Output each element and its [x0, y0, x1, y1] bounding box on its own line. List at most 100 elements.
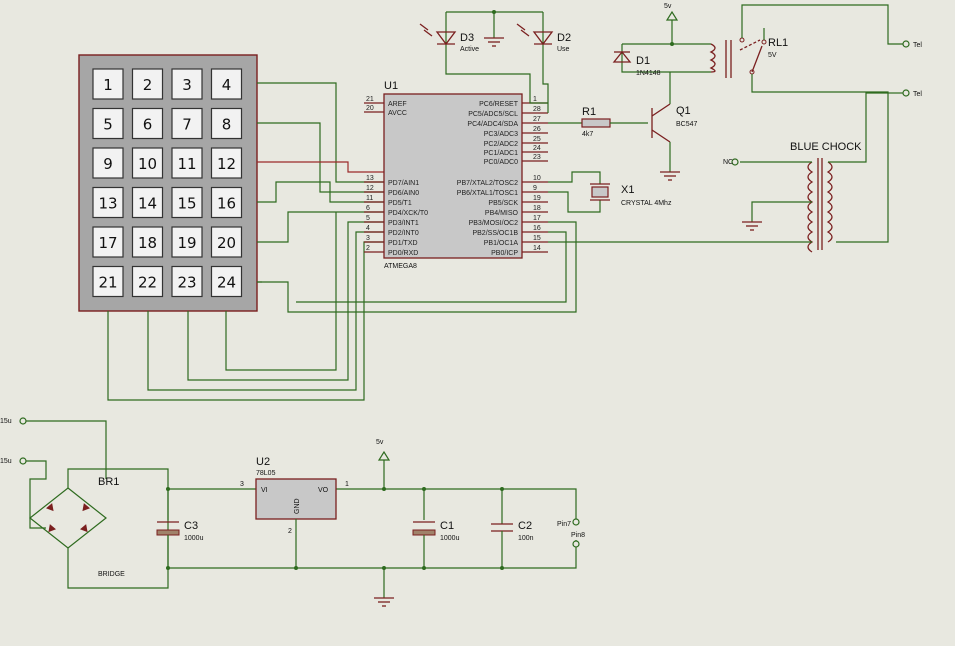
supply-5v-top: 5v	[664, 3, 679, 46]
key-7[interactable]: 7	[171, 107, 203, 140]
key-label: 3	[182, 76, 192, 94]
q1-value: BC547	[676, 121, 698, 128]
key-22[interactable]: 22	[131, 265, 164, 298]
key-8[interactable]: 8	[210, 107, 243, 140]
key-cap[interactable]	[210, 226, 243, 258]
pin-number: 9	[533, 185, 537, 192]
key-label: 14	[138, 195, 157, 213]
key-cap[interactable]	[210, 265, 243, 298]
pin-number: 26	[533, 126, 541, 133]
key-cap[interactable]	[131, 147, 164, 179]
key-16[interactable]: 16	[210, 186, 243, 219]
pin-number: 21	[366, 96, 374, 103]
pin-number: 18	[533, 205, 541, 212]
key-15[interactable]: 15	[171, 186, 203, 219]
pin8-label: Pin8	[571, 532, 585, 539]
in1-label: 15u	[0, 418, 12, 425]
pin-number: 1	[533, 96, 537, 103]
pin-number: 23	[533, 154, 541, 161]
pin-name: PB2/SS/OC1B	[472, 230, 518, 237]
key-cap[interactable]	[131, 186, 164, 219]
key-cap[interactable]	[171, 147, 203, 179]
pin-number: 5	[366, 215, 370, 222]
pin-name: PB1/OC1A	[484, 240, 519, 247]
key-19[interactable]: 19	[171, 226, 203, 258]
key-label: 12	[217, 155, 236, 173]
key-24[interactable]: 24	[210, 265, 243, 298]
key-cap[interactable]	[210, 147, 243, 179]
key-cap[interactable]	[171, 226, 203, 258]
key-label: 5	[103, 116, 113, 134]
pin7-label: Pin7	[557, 521, 571, 528]
key-cap[interactable]	[171, 107, 203, 140]
key-cap[interactable]	[92, 107, 124, 140]
q1-label: Q1	[676, 105, 691, 117]
key-11[interactable]: 11	[171, 147, 203, 179]
key-cap[interactable]	[131, 265, 164, 298]
key-cap[interactable]	[210, 68, 243, 100]
d3-label: D3	[460, 32, 474, 44]
key-4[interactable]: 4	[210, 68, 243, 100]
key-cap[interactable]	[131, 68, 164, 100]
key-5[interactable]: 5	[92, 107, 124, 140]
pin-number: 28	[533, 106, 541, 113]
key-14[interactable]: 14	[131, 186, 164, 219]
key-cap[interactable]	[210, 107, 243, 140]
key-20[interactable]: 20	[210, 226, 243, 258]
pin-name: PD2/INT0	[388, 230, 419, 237]
pin-name: PC5/ADC5/SCL	[468, 111, 518, 118]
pin-name: PD7/AIN1	[388, 180, 419, 187]
key-cap[interactable]	[92, 68, 124, 100]
u2-pin3: 3	[240, 481, 244, 488]
key-cap[interactable]	[171, 68, 203, 100]
key-1[interactable]: 1	[92, 68, 124, 100]
pin-name: AVCC	[388, 110, 407, 117]
blue-chock-transformer: BLUE CHOCK NC	[548, 92, 888, 253]
key-cap[interactable]	[210, 186, 243, 219]
pin-name: PC0/ADC0	[484, 159, 518, 166]
key-cap[interactable]	[92, 147, 124, 179]
rails	[166, 487, 577, 570]
key-12[interactable]: 12	[210, 147, 243, 179]
key-3[interactable]: 3	[171, 68, 203, 100]
key-17[interactable]: 17	[92, 226, 124, 258]
u2-label: U2	[256, 456, 270, 468]
nc-label: NC	[723, 159, 733, 166]
key-10[interactable]: 10	[131, 147, 164, 179]
tel1-label: Tel	[913, 42, 922, 49]
key-cap[interactable]	[131, 226, 164, 258]
key-cap[interactable]	[92, 186, 124, 219]
key-23[interactable]: 23	[171, 265, 203, 298]
key-9[interactable]: 9	[92, 147, 124, 179]
key-cap[interactable]	[171, 186, 203, 219]
key-cap[interactable]	[92, 226, 124, 258]
pin-number: 24	[533, 145, 541, 152]
key-cap[interactable]	[171, 265, 203, 298]
u1-ref: U1	[384, 80, 398, 92]
key-label: 23	[177, 274, 196, 292]
pin-number: 2	[366, 245, 370, 252]
diode-d1: D1 1N4148	[612, 43, 711, 77]
pin-number: 25	[533, 136, 541, 143]
pin-name: PC1/ADC1	[484, 150, 518, 157]
key-18[interactable]: 18	[131, 226, 164, 258]
u2-vi: VI	[261, 487, 268, 494]
key-21[interactable]: 21	[92, 265, 124, 298]
key-cap[interactable]	[131, 107, 164, 140]
led-d3: D3 Active	[419, 12, 548, 104]
pin-number: 11	[366, 195, 373, 202]
key-label: 19	[177, 234, 196, 252]
key-2[interactable]: 2	[131, 68, 164, 100]
key-cap[interactable]	[92, 265, 124, 298]
key-13[interactable]: 13	[92, 186, 124, 219]
key-6[interactable]: 6	[131, 107, 164, 140]
output-terminals: Pin7 Pin8	[557, 518, 585, 548]
c3-value: 1000u	[184, 535, 204, 542]
